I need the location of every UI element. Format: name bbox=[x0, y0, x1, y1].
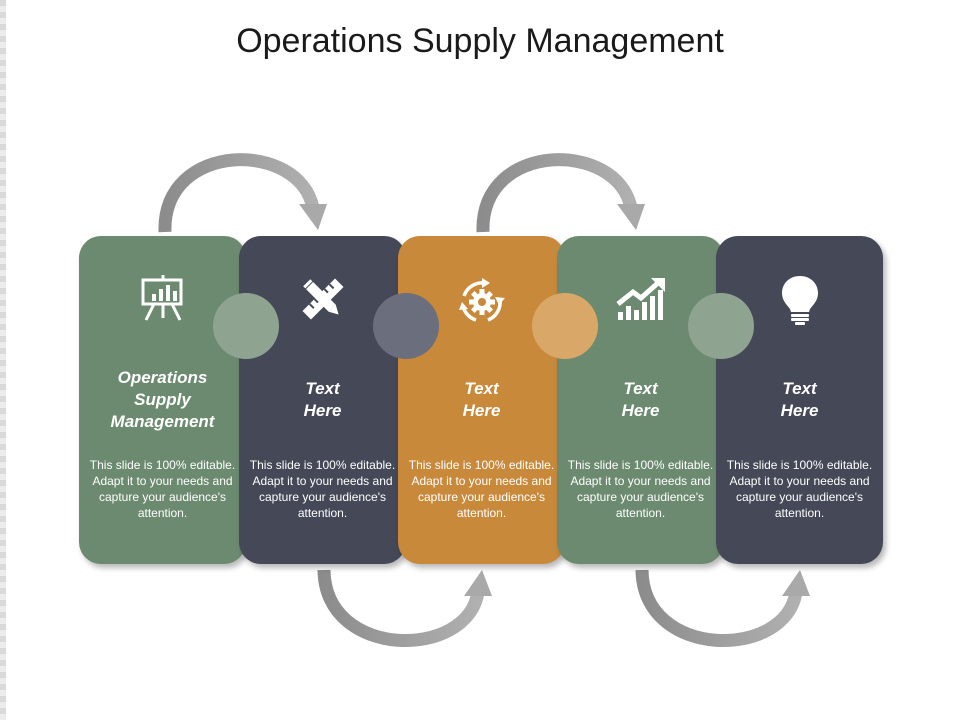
connector-dot-2 bbox=[373, 293, 439, 359]
step-heading-2: Text Here bbox=[303, 379, 342, 420]
step-card-4: Text Here This slide is 100% editable. A… bbox=[557, 236, 724, 564]
step-body-1: This slide is 100% editable. Adapt it to… bbox=[89, 458, 236, 520]
top-arrow-2 bbox=[476, 153, 638, 233]
connector-dot-4 bbox=[688, 293, 754, 359]
growth-chart-icon bbox=[557, 274, 724, 334]
step-heading-4: Text Here bbox=[621, 379, 660, 420]
bottom-arrow-1-head bbox=[464, 570, 492, 596]
step-card-3: Text Here This slide is 100% editable. A… bbox=[398, 236, 565, 564]
step-card-5: Text Here This slide is 100% editable. A… bbox=[716, 236, 883, 564]
step-heading-5: Text Here bbox=[780, 379, 819, 420]
presentation-chart-icon bbox=[79, 274, 246, 334]
step-body-3: This slide is 100% editable. Adapt it to… bbox=[408, 458, 555, 520]
connector-dot-1 bbox=[213, 293, 279, 359]
bottom-arrow-2-head bbox=[782, 570, 810, 596]
pencil-ruler-icon bbox=[239, 274, 406, 334]
top-arrow-2-head bbox=[617, 204, 645, 230]
gear-cycle-icon bbox=[398, 274, 565, 334]
slide-left-edge bbox=[0, 0, 6, 720]
top-arrow-1 bbox=[158, 153, 320, 233]
step-body-2: This slide is 100% editable. Adapt it to… bbox=[249, 458, 396, 520]
step-heading-3: Text Here bbox=[462, 379, 501, 420]
step-card-1: Operations Supply Management This slide … bbox=[79, 236, 246, 564]
bottom-arrow-2 bbox=[635, 569, 803, 647]
light-bulb-icon bbox=[716, 274, 883, 334]
step-body-5: This slide is 100% editable. Adapt it to… bbox=[726, 458, 873, 520]
connector-dot-3 bbox=[532, 293, 598, 359]
bottom-arrow-1 bbox=[317, 569, 485, 647]
step-body-4: This slide is 100% editable. Adapt it to… bbox=[567, 458, 714, 520]
top-arrow-1-head bbox=[299, 204, 327, 230]
slide-title: Operations Supply Management bbox=[236, 22, 724, 60]
step-heading-1: Operations Supply Management bbox=[110, 368, 215, 431]
step-card-2: Text Here This slide is 100% editable. A… bbox=[239, 236, 406, 564]
